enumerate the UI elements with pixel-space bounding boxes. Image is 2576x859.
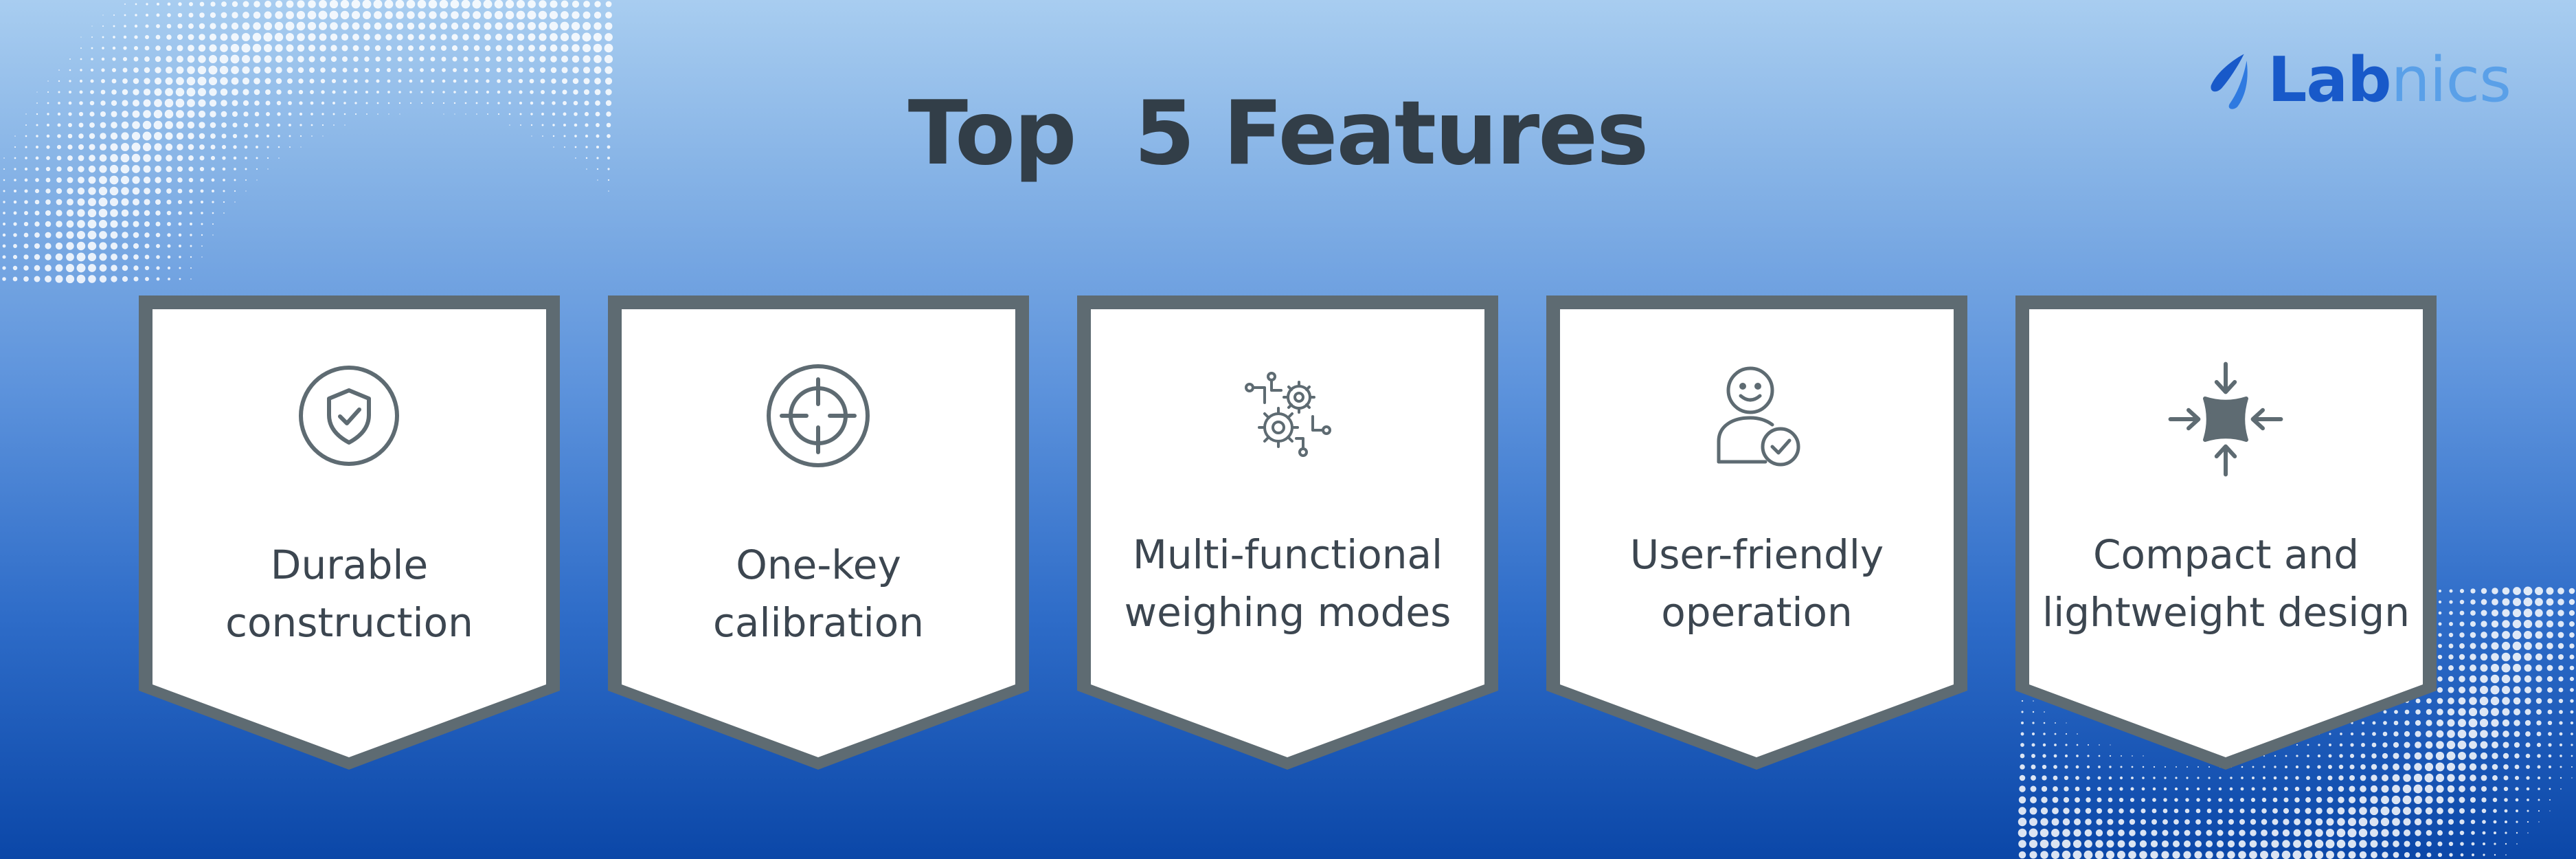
- gears-circuit-icon: [1245, 372, 1331, 457]
- card-shape: [1077, 295, 1498, 770]
- card-shape: [608, 295, 1029, 770]
- card-shape: [2015, 295, 2437, 770]
- feature-label-line2: lightweight design: [2042, 589, 2410, 636]
- feature-label: Durable construction: [152, 536, 546, 651]
- labnics-logo-icon: [2211, 54, 2248, 109]
- feature-label-line2: calibration: [713, 599, 924, 646]
- crosshair-target-icon: [767, 364, 870, 467]
- feature-label-line1: Durable: [270, 542, 429, 588]
- feature-label-line2: construction: [225, 599, 473, 646]
- shield-check-icon: [299, 366, 399, 466]
- feature-label-line1: User-friendly: [1629, 531, 1884, 578]
- feature-card-user-friendly: User-friendly operation: [1546, 295, 1967, 770]
- feature-card-compact: Compact and lightweight design: [2015, 295, 2437, 770]
- compress-arrows-icon: [2168, 361, 2283, 477]
- feature-card-durable: Durable construction: [139, 295, 560, 770]
- labnics-logo: Labnics: [2206, 43, 2511, 118]
- feature-label-line1: One-key: [736, 542, 901, 588]
- logo-wordmark: Labnics: [2268, 49, 2511, 111]
- logo-text-primary: Lab: [2268, 44, 2392, 116]
- feature-label: User-friendly operation: [1560, 526, 1954, 641]
- page-title: Top 5 Features: [907, 82, 1649, 185]
- feature-label-line2: weighing modes: [1124, 589, 1451, 636]
- feature-label: Compact and lightweight design: [2029, 526, 2423, 641]
- user-check-icon: [1717, 366, 1800, 467]
- feature-label-line1: Compact and: [2092, 531, 2360, 578]
- feature-label: One-key calibration: [622, 536, 1015, 651]
- logo-text-secondary: nics: [2391, 44, 2511, 116]
- card-shape: [1546, 295, 1967, 770]
- feature-label-line1: Multi-functional: [1132, 531, 1443, 578]
- feature-card-multi-functional: Multi-functional weighing modes: [1077, 295, 1498, 770]
- feature-label-line2: operation: [1661, 589, 1853, 636]
- feature-card-one-key-calibration: One-key calibration: [608, 295, 1029, 770]
- feature-label: Multi-functional weighing modes: [1091, 526, 1484, 641]
- card-shape: [139, 295, 560, 770]
